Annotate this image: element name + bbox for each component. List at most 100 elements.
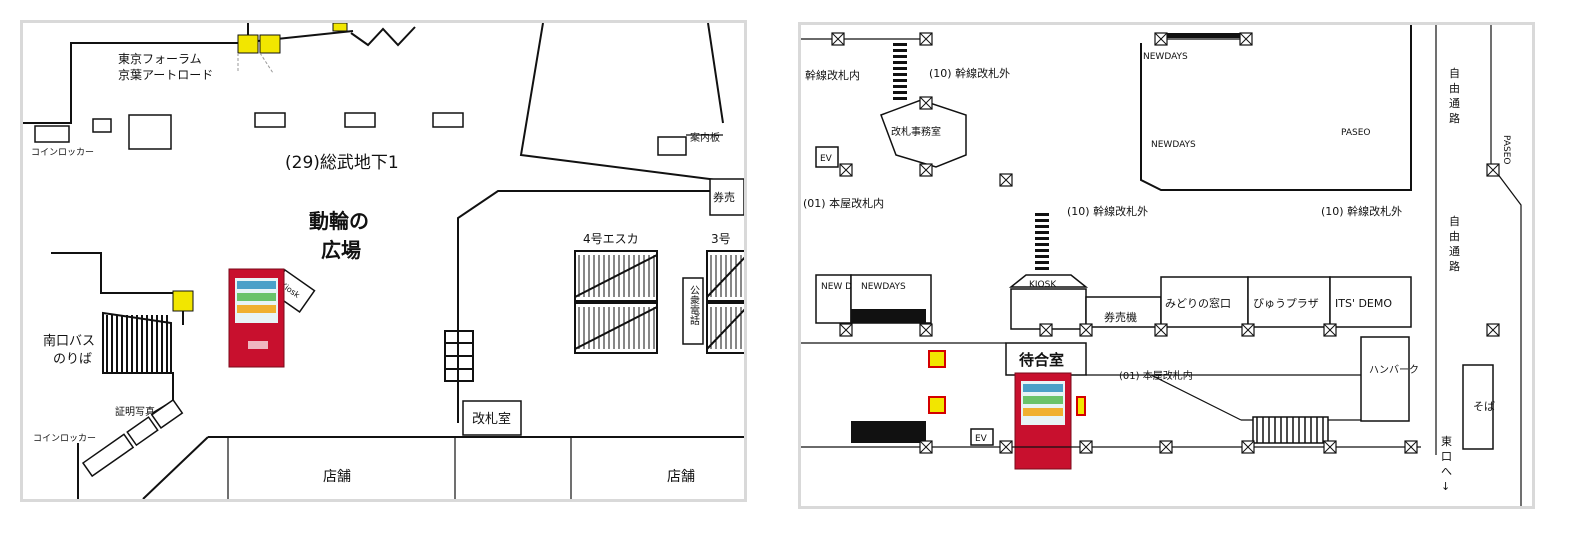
gate-x-marker <box>919 96 933 110</box>
vending-machine <box>1014 372 1072 470</box>
kiosk-label: KIOSK <box>1029 280 1057 290</box>
escalator-4-label: 4号エスカ <box>583 232 639 246</box>
gate-x-marker <box>999 440 1013 454</box>
svg-text:通: 通 <box>1449 97 1460 110</box>
newdays-mid-label: NEWDAYS <box>1151 140 1196 150</box>
store-label-2: 店舗 <box>667 469 695 485</box>
gate-markers <box>831 32 1500 454</box>
ticket-machines-label: 券売機 <box>1104 310 1137 324</box>
coin-locker-bottom-label: コインロッカー <box>33 433 96 444</box>
gate-x-marker <box>919 163 933 177</box>
gate-x-marker <box>839 323 853 337</box>
gate-office-label: 改札事務室 <box>891 125 941 138</box>
shinkansen-outside-top-label: (10) 幹線改札外 <box>929 66 1010 80</box>
gate-x-marker <box>919 32 933 46</box>
corridor-wall <box>457 190 744 423</box>
public-phone-label: 公衆電話 <box>688 285 700 326</box>
right-floor-map: 幹線改札内 (10) 幹線改札外 NEWDAYS NEWDAYS PASEO 自… <box>798 22 1535 509</box>
gate-x-marker <box>1241 323 1255 337</box>
svg-text:自: 自 <box>1449 67 1460 80</box>
gate-x-marker <box>839 163 853 177</box>
kiosk-stairs <box>1010 288 1087 330</box>
svg-text:↓: ↓ <box>1441 480 1450 493</box>
midori-box <box>1160 276 1249 328</box>
pillar <box>432 112 464 128</box>
gate-x-marker <box>1159 440 1173 454</box>
gate-x-marker <box>919 440 933 454</box>
gate-x-marker <box>1039 323 1053 337</box>
id-photo-label: 証明写真 <box>115 405 155 418</box>
trapezoid-wall-left <box>519 23 742 184</box>
pillar <box>128 114 172 150</box>
soba-label: そば <box>1473 400 1495 413</box>
svg-text:由: 由 <box>1449 229 1460 243</box>
ev-box-top <box>815 146 839 168</box>
coin-locker-top-label: コインロッカー <box>31 147 94 158</box>
stairs <box>444 330 474 382</box>
wall-diagonal <box>142 436 209 499</box>
stairs-bottom-left <box>851 421 926 443</box>
bus-stairs-steps <box>106 315 168 373</box>
svg-text:路: 路 <box>1449 112 1460 125</box>
stairs-bottom-right <box>1252 416 1329 444</box>
trapezoid-wall-right <box>707 23 724 124</box>
paseo-mid-label: PASEO <box>1341 128 1371 138</box>
newdays-stairs <box>851 309 926 323</box>
coin-locker-box <box>34 125 70 143</box>
waiting-room-label: 待合室 <box>1019 351 1064 369</box>
ev-bottom-label: EV <box>975 434 988 444</box>
kenbai-box <box>709 178 744 216</box>
public-phone-box <box>682 277 704 345</box>
gate-x-marker <box>1154 32 1168 46</box>
hamburger-label: ハンバーク <box>1369 364 1419 376</box>
gate-x-marker <box>1241 440 1255 454</box>
keiyo-art-road-label: 京葉アートロード <box>118 68 213 82</box>
gate-x-marker <box>831 32 845 46</box>
gate-x-marker <box>919 323 933 337</box>
shinkansen-inside-label: 幹線改札内 <box>805 68 860 82</box>
south-bus-label-2: のりば <box>53 352 92 367</box>
vending-machine <box>228 268 285 368</box>
annaiban-label: 案内板 <box>690 131 720 144</box>
newdays-small-box <box>815 274 852 324</box>
escalator-4 <box>574 250 658 354</box>
newdays-block <box>1140 25 1412 191</box>
newdays-left-label: NEWDAYS <box>861 282 906 292</box>
locker-yellow <box>332 23 348 32</box>
store-label-1: 店舗 <box>323 469 351 485</box>
gate-x-marker <box>999 173 1013 187</box>
ev-top-label: EV <box>820 154 833 164</box>
tokyo-forum-label: 東京フォーラム <box>118 52 202 66</box>
honya-inside-top-label: (01) 本屋改札内 <box>803 196 884 210</box>
kaisatsu-room <box>462 400 522 436</box>
svg-text:通: 通 <box>1449 245 1460 258</box>
its-demo-label: ITS' DEMO <box>1335 297 1392 310</box>
plaza-label-2: 広場 <box>321 238 361 262</box>
gate-x-marker <box>1079 323 1093 337</box>
soba-box <box>1462 364 1494 450</box>
locker-yellow <box>1076 396 1086 416</box>
gate-x-marker <box>1486 163 1500 177</box>
ev-box-bottom <box>970 428 994 446</box>
newdays-small-label: NEW DAY S <box>821 282 872 292</box>
free-passage-mid: 自 由 通 路 <box>1449 215 1460 273</box>
gate-x-marker <box>1239 32 1253 46</box>
gate-x-marker <box>1323 440 1337 454</box>
passage-wall <box>1490 25 1522 506</box>
free-passage-top: 自 由 通 路 <box>1449 67 1460 125</box>
locker-yellow <box>928 350 946 368</box>
newdays-top-label: NEWDAYS <box>1143 52 1188 62</box>
top-stairs <box>1163 33 1245 38</box>
plaza-label-1: 動輪の <box>309 209 369 233</box>
svg-text:口: 口 <box>1441 450 1452 463</box>
pillar <box>254 112 286 128</box>
annaiban-box <box>657 136 687 156</box>
zigzag-wall <box>350 26 416 47</box>
locker-yellow <box>172 290 194 312</box>
svg-text:路: 路 <box>1449 260 1460 273</box>
svg-text:へ: へ <box>1441 465 1452 478</box>
its-demo-box <box>1329 276 1412 328</box>
kaisatsu-label: 改札室 <box>472 411 511 427</box>
midori-label: みどりの窓口 <box>1165 296 1231 310</box>
hamburger-box <box>1360 336 1410 422</box>
